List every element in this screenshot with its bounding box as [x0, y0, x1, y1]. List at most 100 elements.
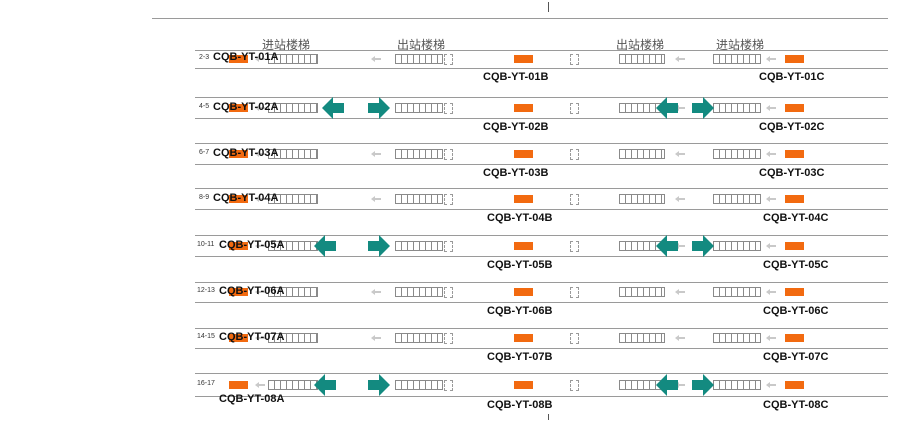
device-label-c: CQB-YT-03C — [759, 167, 825, 179]
stair-icon — [268, 54, 318, 64]
track-line — [195, 68, 888, 69]
device-block — [785, 55, 804, 63]
device-label-a: CQB-YT-06A — [219, 285, 285, 297]
track-number-label: 14-15 — [197, 333, 215, 340]
device-label-a: CQB-YT-02A — [213, 101, 279, 113]
bracket-icon — [444, 241, 453, 252]
teal-right-arrow-icon — [692, 374, 714, 396]
small-left-arrow-icon — [675, 289, 685, 295]
track-line — [195, 328, 888, 329]
bracket-icon — [444, 54, 453, 65]
small-left-arrow-icon — [371, 56, 381, 62]
small-left-arrow-icon — [766, 335, 776, 341]
small-left-arrow-icon — [766, 105, 776, 111]
teal-left-arrow-icon — [314, 374, 336, 396]
device-block — [514, 288, 533, 296]
device-label-a: CQB-YT-04A — [213, 192, 279, 204]
track-number-label: 10-11 — [197, 241, 215, 248]
small-left-arrow-icon — [675, 335, 685, 341]
small-left-arrow-icon — [255, 382, 265, 388]
teal-right-arrow-icon — [368, 235, 390, 257]
track-number-label: 8-9 — [199, 194, 210, 201]
device-label-b: CQB-YT-04B — [487, 212, 553, 224]
device-label-a: CQB-YT-05A — [219, 239, 285, 251]
device-label-c: CQB-YT-08C — [763, 399, 829, 411]
bracket-icon — [570, 149, 579, 160]
device-block — [514, 195, 533, 203]
stair-icon — [713, 149, 761, 159]
stair-icon — [268, 103, 318, 113]
stair-icon — [619, 194, 665, 204]
stair-header-label: 出站楼梯 — [397, 38, 446, 52]
stair-icon — [713, 333, 761, 343]
bracket-icon — [570, 380, 579, 391]
bracket-icon — [444, 287, 453, 298]
teal-left-arrow-icon — [322, 97, 344, 119]
stair-icon — [395, 149, 443, 159]
device-block — [785, 381, 804, 389]
teal-right-arrow-icon — [368, 97, 390, 119]
stair-icon — [395, 241, 443, 251]
stair-icon — [713, 380, 761, 390]
device-label-a: CQB-YT-01A — [213, 51, 279, 63]
device-block — [514, 242, 533, 250]
teal-right-arrow-icon — [692, 235, 714, 257]
small-left-arrow-icon — [766, 151, 776, 157]
device-label-a: CQB-YT-07A — [219, 331, 285, 343]
stair-icon — [268, 333, 318, 343]
device-label-b: CQB-YT-03B — [483, 167, 549, 179]
stair-icon — [268, 149, 318, 159]
track-number-label: 2-3 — [199, 54, 210, 61]
small-left-arrow-icon — [255, 196, 265, 202]
track-line — [195, 188, 888, 189]
device-label-c: CQB-YT-01C — [759, 71, 825, 83]
small-left-arrow-icon — [766, 56, 776, 62]
stair-icon — [713, 103, 761, 113]
teal-left-arrow-icon — [656, 374, 678, 396]
device-block — [785, 334, 804, 342]
bracket-icon — [570, 54, 579, 65]
small-left-arrow-icon — [766, 196, 776, 202]
bracket-icon — [570, 103, 579, 114]
teal-left-arrow-icon — [314, 235, 336, 257]
track-number-label: 16-17 — [197, 380, 215, 387]
teal-right-arrow-icon — [368, 374, 390, 396]
device-block — [514, 55, 533, 63]
small-left-arrow-icon — [255, 105, 265, 111]
device-label-b: CQB-YT-01B — [483, 71, 549, 83]
track-line — [195, 282, 888, 283]
device-block — [785, 150, 804, 158]
stair-icon — [395, 54, 443, 64]
small-left-arrow-icon — [255, 335, 265, 341]
bracket-icon — [444, 380, 453, 391]
small-left-arrow-icon — [255, 151, 265, 157]
small-left-arrow-icon — [675, 56, 685, 62]
device-block — [785, 242, 804, 250]
small-left-arrow-icon — [675, 196, 685, 202]
stair-icon — [268, 380, 318, 390]
bracket-icon — [444, 149, 453, 160]
track-line — [195, 50, 888, 51]
stair-icon — [395, 194, 443, 204]
stair-icon — [619, 54, 665, 64]
device-block — [514, 150, 533, 158]
device-block — [229, 242, 248, 250]
bracket-icon — [444, 333, 453, 344]
device-block — [785, 195, 804, 203]
small-left-arrow-icon — [255, 289, 265, 295]
small-left-arrow-icon — [255, 56, 265, 62]
device-block — [514, 334, 533, 342]
device-label-b: CQB-YT-05B — [487, 259, 553, 271]
stair-icon — [619, 287, 665, 297]
track-line — [195, 164, 888, 165]
track-line — [195, 97, 888, 98]
device-block — [229, 104, 248, 112]
device-block — [229, 195, 248, 203]
stair-header-label: 进站楼梯 — [716, 38, 765, 52]
device-block — [785, 104, 804, 112]
stair-icon — [395, 287, 443, 297]
device-block — [514, 381, 533, 389]
track-line — [195, 118, 888, 119]
stair-icon — [268, 194, 318, 204]
